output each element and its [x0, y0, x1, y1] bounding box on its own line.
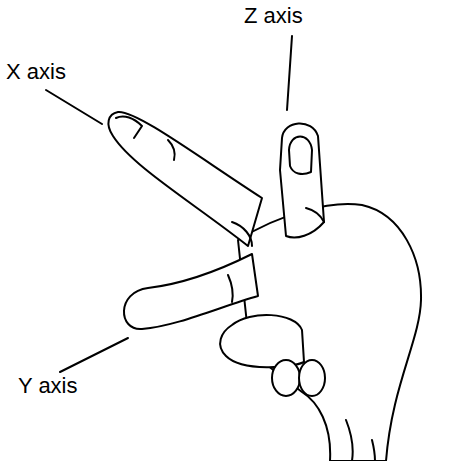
fingertip	[272, 360, 300, 396]
index-finger	[108, 112, 262, 246]
axis-label: X axis	[6, 60, 66, 84]
knuckle-line	[306, 208, 324, 222]
leader-line	[60, 338, 128, 372]
fingernail	[116, 116, 142, 138]
knuckle-line	[232, 222, 252, 246]
wrist-line	[372, 440, 375, 461]
middle-finger	[124, 254, 258, 329]
axis-label: Y axis	[18, 374, 78, 398]
axis-label: Z axis	[244, 4, 303, 28]
knuckle-line	[168, 140, 175, 160]
knuckle-line	[228, 275, 233, 302]
wrist-line	[346, 420, 353, 461]
thumbnail	[289, 137, 312, 175]
thumb	[280, 123, 324, 237]
curled-finger	[220, 315, 304, 367]
fingertip	[299, 360, 325, 396]
leader-line	[46, 90, 102, 124]
leader-line	[287, 36, 292, 110]
